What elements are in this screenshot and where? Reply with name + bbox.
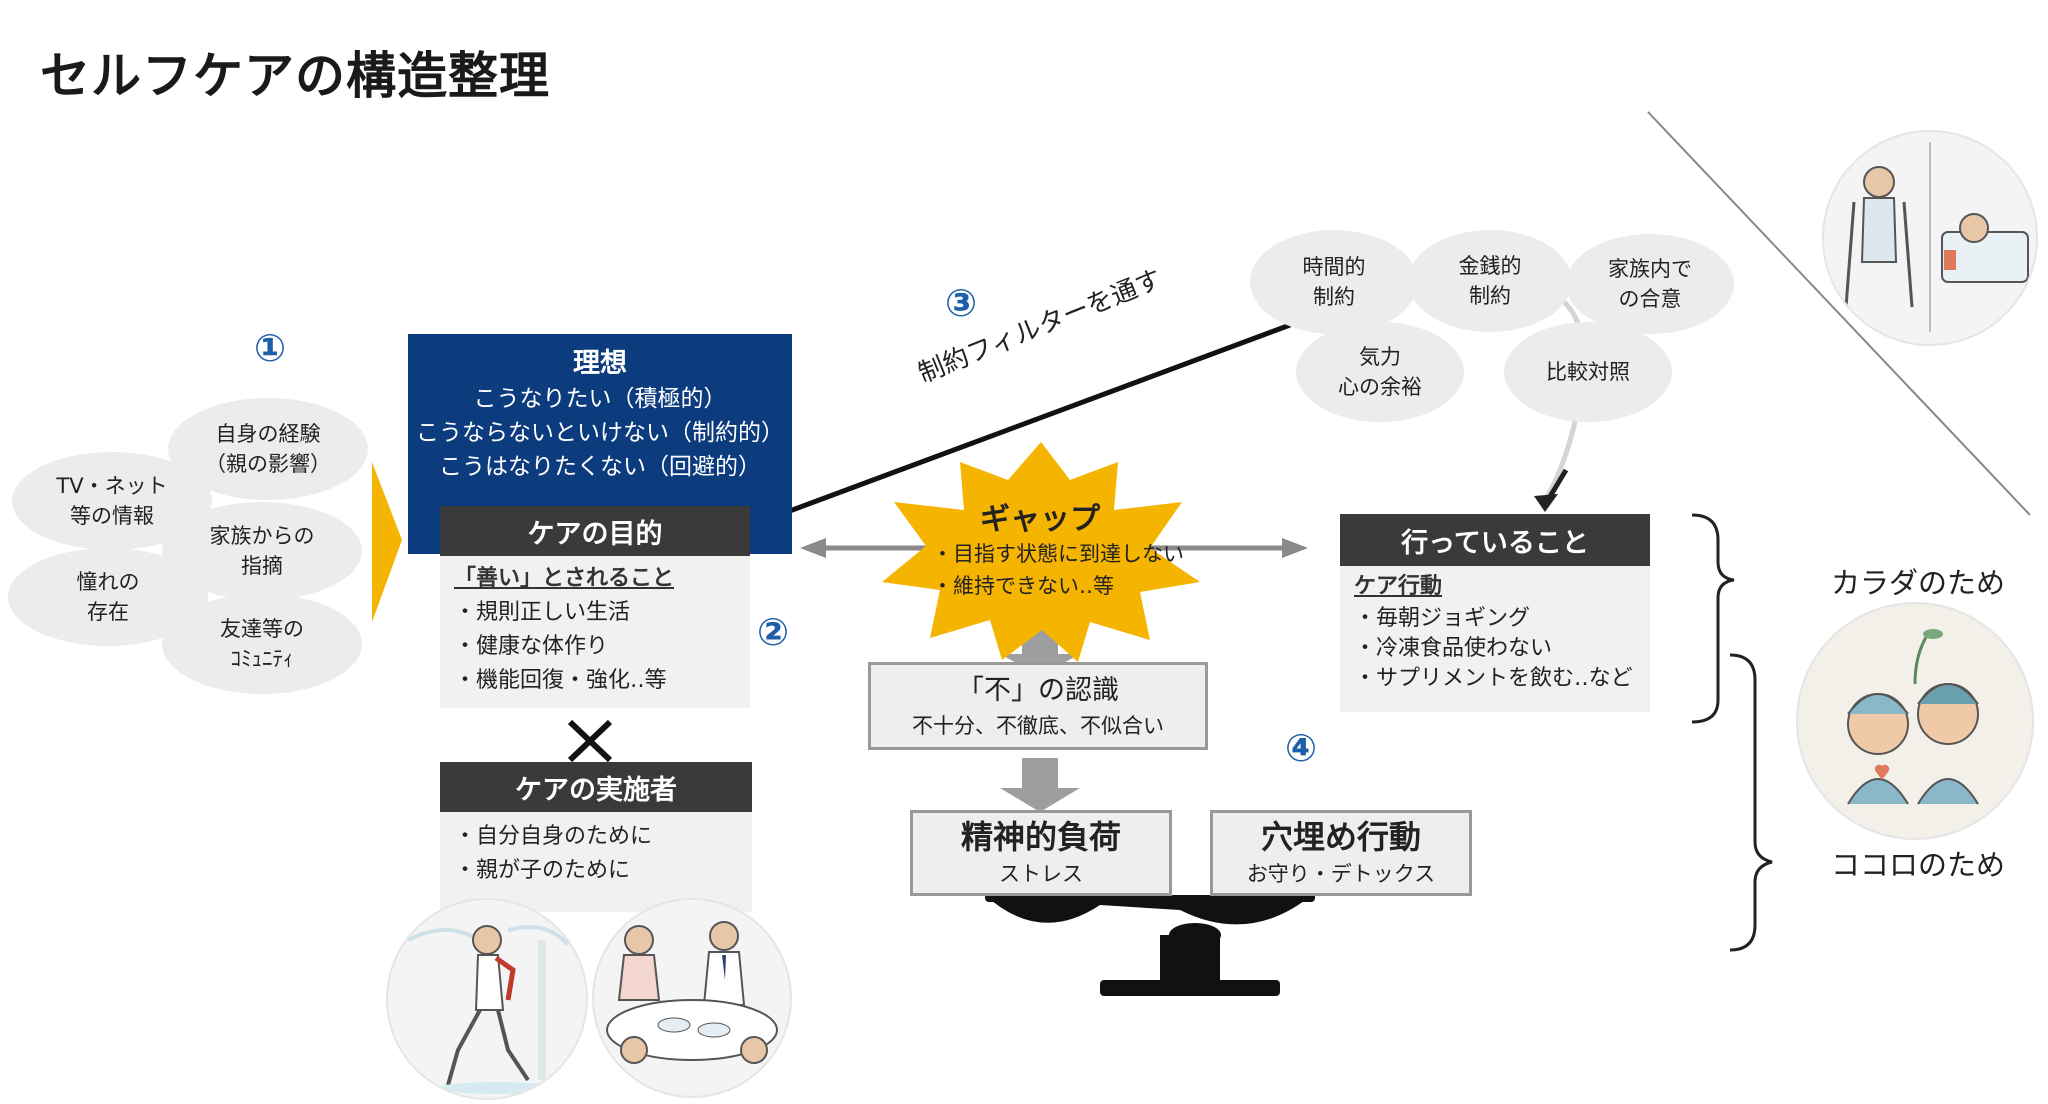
illness-illustration [1822, 130, 2038, 346]
care-purpose-item: ・規則正しい生活 [454, 600, 631, 625]
wellbeing-illustration [1796, 602, 2034, 840]
ideal-line: こうならないといけない（制約的） [416, 420, 784, 446]
source-own-experience: 自身の経験 （親の影響） [168, 398, 368, 500]
care-purpose-body: 「善い」とされること ・規則正しい生活 ・健康な体作り ・機能回復・強化‥等 [440, 556, 750, 708]
gap-starburst [882, 442, 1200, 662]
constraint-time: 時間的 制約 [1250, 230, 1418, 334]
care-actor-item: ・親が子のために [454, 858, 631, 883]
hole-fill-box: 穴埋め行動 お守り・デトックス [1210, 810, 1472, 896]
marker-four: ④ [1285, 726, 1318, 770]
source-friends: 友達等の ｺﾐｭﾆﾃｨ [162, 594, 362, 694]
for-mind-label: ココロのため [1830, 848, 2005, 882]
marker-one: ① [254, 326, 287, 370]
constraint-compare: 比較対照 [1504, 322, 1672, 422]
hole-fill-title: 穴埋め行動 [1260, 818, 1421, 856]
recognition-title: 「不」の認識 [957, 675, 1119, 706]
ideal-heading: 理想 [573, 348, 627, 379]
doing-header: 行っていること [1340, 514, 1650, 566]
jogging-illustration [386, 898, 588, 1100]
mental-load-title: 精神的負荷 [960, 818, 1121, 856]
brace-upper [1691, 513, 1735, 724]
marker-three: ③ [945, 281, 978, 325]
family-dinner-illustration [592, 898, 792, 1098]
doing-item: ・サプリメントを飲む‥など [1354, 666, 1633, 691]
constraint-money: 金銭的 制約 [1408, 230, 1572, 332]
mental-load-box: 精神的負荷 ストレス [910, 810, 1172, 896]
doing-body: ケア行動 ・毎朝ジョギング ・冷凍食品使わない ・サプリメントを飲む‥など [1340, 566, 1650, 712]
gap-item: ・目指す状態に到達しない [932, 542, 1184, 566]
times-mark [567, 719, 613, 763]
doing-item: ・冷凍食品使わない [1354, 636, 1553, 661]
filter-arrowhead [1534, 494, 1558, 512]
constraint-family: 家族内で の合意 [1566, 234, 1734, 334]
gold-chevron [372, 462, 402, 622]
hole-fill-sub: お守り・デトックス [1246, 862, 1436, 886]
constraint-energy: 気力 心の余裕 [1296, 322, 1464, 422]
care-purpose-item: ・健康な体作り [454, 634, 609, 659]
page-title: セルフケアの構造整理 [40, 47, 550, 105]
brace-lower [1729, 653, 1773, 952]
recognition-box: 「不」の認識 不十分、不徹底、不似合い [868, 662, 1208, 750]
for-body-label: カラダのため [1830, 566, 2005, 600]
doing-item: ・毎朝ジョギング [1354, 606, 1531, 631]
diagonal-divider [1647, 111, 2031, 516]
doing-subtitle: ケア行動 [1354, 574, 1443, 599]
source-family: 家族からの 指摘 [162, 502, 362, 600]
recognition-sub: 不十分、不徹底、不似合い [912, 714, 1164, 738]
mental-load-sub: ストレス [999, 862, 1083, 886]
care-actor-item: ・自分自身のために [454, 824, 653, 849]
filter-line [751, 322, 1291, 528]
care-actor-header: ケアの実施者 [440, 762, 752, 812]
gap-items: ・目指す状態に到達しない ・維持できない‥等 [932, 538, 1184, 602]
care-actor-body: ・自分自身のために ・親が子のために [440, 812, 752, 912]
balance-scale [985, 892, 1315, 996]
ideal-line: こうはなりたくない（回避的） [439, 454, 761, 480]
care-purpose-header: ケアの目的 [440, 506, 750, 556]
gap-item: ・維持できない‥等 [932, 574, 1115, 598]
gap-title: ギャップ [980, 502, 1100, 537]
ideal-line: こうなりたい（積極的） [473, 386, 727, 412]
marker-two: ② [757, 610, 790, 654]
care-purpose-item: ・機能回復・強化‥等 [454, 668, 667, 693]
care-purpose-subtitle: 「善い」とされること [454, 566, 675, 591]
